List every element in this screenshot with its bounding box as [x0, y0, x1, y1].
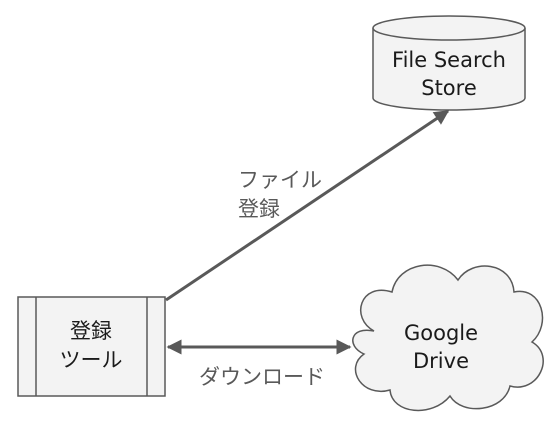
registration-tool-box — [17, 296, 166, 397]
file-registration-edge: ファイル 登録 — [165, 109, 450, 302]
file-search-store-cylinder — [372, 28, 526, 111]
google-drive-label-line1: Google — [404, 321, 478, 345]
file-search-store-node: File Search Store — [372, 15, 526, 111]
google-drive-cloud — [352, 264, 544, 412]
google-drive-label-line2: Drive — [413, 349, 469, 373]
download-edge: ダウンロード — [166, 339, 352, 389]
file-registration-label-line2: 登録 — [238, 197, 280, 221]
registration-tool-node: 登録 ツール — [17, 296, 166, 397]
file-registration-label-line1: ファイル — [238, 168, 322, 192]
file-search-store-label-line2: Store — [421, 76, 477, 100]
google-drive-node: Google Drive — [352, 264, 544, 412]
file-search-store-label-line1: File Search — [392, 48, 506, 72]
registration-tool-label-line2: ツール — [60, 348, 123, 372]
registration-tool-label-line1: 登録 — [70, 319, 112, 343]
file-search-store-cylinder-top — [372, 15, 526, 41]
download-label: ダウンロード — [199, 365, 325, 389]
file-registration-arrow — [165, 109, 450, 302]
